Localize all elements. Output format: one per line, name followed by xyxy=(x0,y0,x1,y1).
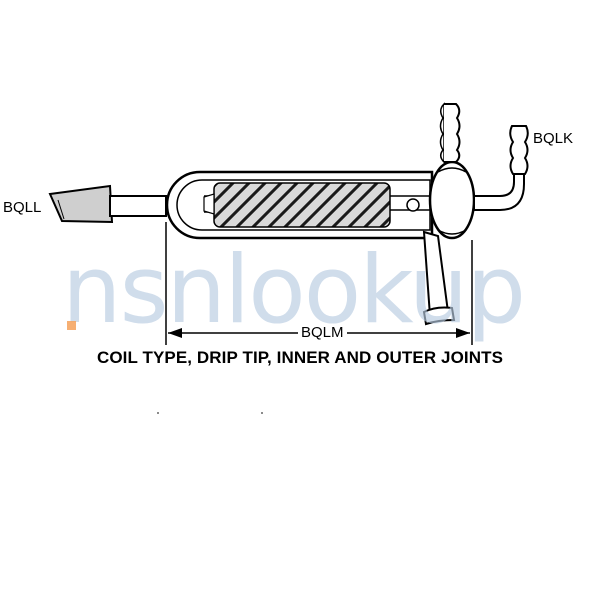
inner-tube-end xyxy=(203,193,215,215)
diagram-caption: COIL TYPE, DRIP TIP, INNER AND OUTER JOI… xyxy=(96,348,504,367)
lower-joint xyxy=(422,230,456,326)
drip-tip xyxy=(48,184,114,224)
label-inlet-tip: BQLL xyxy=(3,199,42,216)
top-outlet xyxy=(439,102,461,164)
label-outlet-joint: BQLK xyxy=(533,130,574,147)
inlet-tube xyxy=(109,195,167,217)
label-length-dimension: BQLM xyxy=(298,325,347,340)
watermark-accent-dot xyxy=(67,321,76,330)
side-outlet xyxy=(473,125,529,211)
watermark-text: nsnlookup xyxy=(62,236,526,345)
stray-marks xyxy=(157,412,263,414)
joint-bulb xyxy=(428,160,476,240)
